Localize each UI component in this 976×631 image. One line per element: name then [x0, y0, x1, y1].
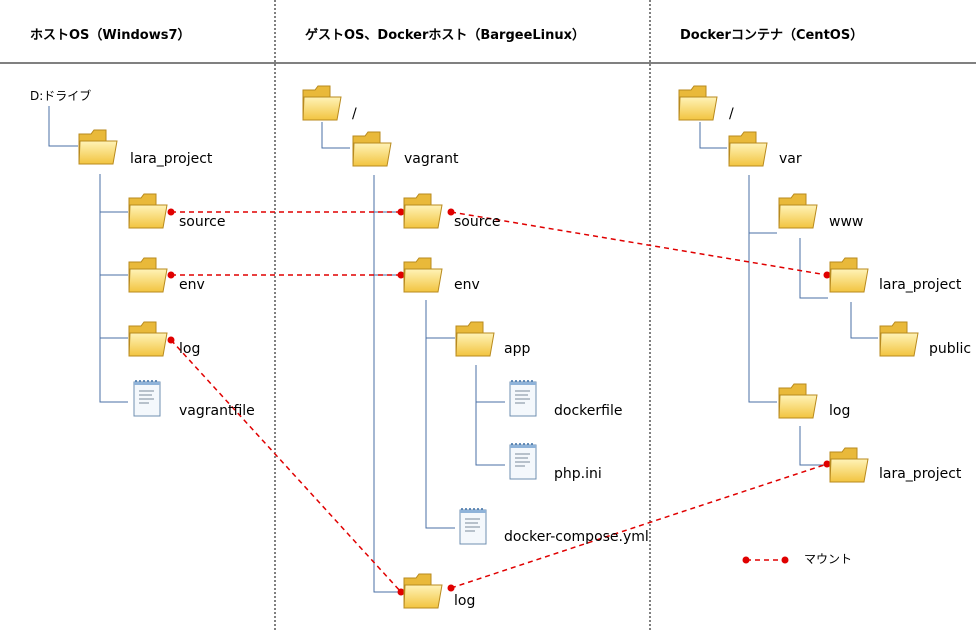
folder-icon [728, 131, 768, 167]
container-log-lara-project-label: lara_project [879, 466, 962, 482]
host-log-label: log [179, 341, 201, 357]
container-var-label: var [779, 151, 802, 167]
guest-env-label: env [454, 277, 480, 293]
host-vagrantfile-label: vagrantfile [179, 403, 255, 419]
container-public-label: public [929, 341, 972, 357]
column-header-host: ホストOS（Windows7） [30, 28, 191, 43]
guest-php-ini-label: php.ini [554, 466, 602, 482]
host-env-label: env [179, 277, 205, 293]
guest-source-label: source [454, 214, 501, 230]
guest-root-label: / [352, 106, 357, 122]
guest-app-label: app [504, 341, 531, 357]
host-lara-project-label: lara_project [130, 151, 213, 167]
folder-icon [403, 193, 443, 229]
tree-connectors [48, 106, 878, 593]
folder-icon [302, 85, 342, 121]
container-log-label: log [829, 403, 851, 419]
file-icon [509, 442, 537, 480]
folder-icon [403, 257, 443, 293]
folder-icon [78, 129, 118, 165]
folder-icon [403, 573, 443, 609]
guest-vagrant-label: vagrant [404, 151, 459, 167]
guest-log-label: log [454, 593, 476, 609]
file-icon [133, 379, 161, 417]
folder-icon [829, 447, 869, 483]
guest-compose-label: docker-compose.yml [504, 529, 649, 545]
container-www-label: www [829, 214, 864, 230]
column-header-guest: ゲストOS、Dockerホスト（BargeeLinux） [305, 28, 586, 43]
folder-icon [778, 383, 818, 419]
column-header-container: Dockerコンテナ（CentOS） [680, 28, 864, 43]
mount-links [170, 211, 828, 593]
folder-icon [352, 131, 392, 167]
container-root-label: / [729, 106, 734, 122]
host-source-label: source [179, 214, 226, 230]
drive-label: D:ドライブ [30, 89, 92, 103]
guest-dockerfile-label: dockerfile [554, 403, 623, 419]
folder-icon [128, 321, 168, 357]
file-icon [459, 507, 487, 545]
folder-icon [678, 85, 718, 121]
folder-icon [455, 321, 495, 357]
legend-mount-label: マウント [804, 552, 853, 566]
folder-icon [778, 193, 818, 229]
folder-icon [128, 193, 168, 229]
folder-icon [128, 257, 168, 293]
mount-endpoints [167, 208, 831, 596]
container-lara-project-label: lara_project [879, 277, 962, 293]
folder-icon [829, 257, 869, 293]
file-icon [509, 379, 537, 417]
folder-icon [879, 321, 919, 357]
